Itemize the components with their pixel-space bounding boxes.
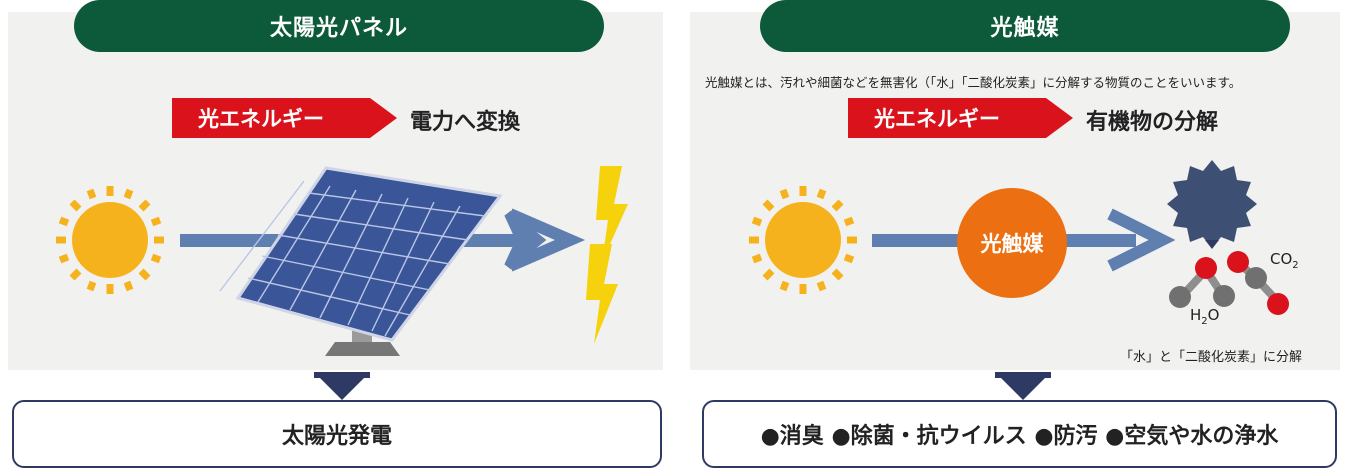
down-arrow-left	[314, 372, 370, 400]
effects-box: ●消臭 ●除菌・抗ウイルス ●防汚 ●空気や水の浄水	[702, 400, 1337, 468]
sun-icon-right	[749, 186, 857, 294]
result-electricity: 電力へ変換	[410, 110, 521, 135]
h2o-label: H2O	[1190, 306, 1220, 327]
down-arrow-right	[995, 372, 1051, 400]
molecule-icon	[1169, 251, 1289, 315]
light-arrow-right	[872, 208, 1176, 272]
title-photocatalyst: 光触媒	[760, 0, 1290, 52]
photocatalyst-circle: 光触媒	[957, 188, 1067, 298]
result-decomposition: 有機物の分解	[1086, 110, 1219, 135]
lightning-icon	[586, 166, 628, 344]
title-solar-panel: 太陽光パネル	[74, 0, 604, 52]
light-energy-tag-left: 光エネルギー	[172, 98, 397, 138]
dirt-blob-icon	[1167, 160, 1257, 249]
light-energy-tag-right: 光エネルギー	[848, 98, 1073, 138]
solar-panel-icon	[219, 166, 503, 356]
photocatalyst-description: 光触媒とは、汚れや細菌などを無害化（「水」「二酸化炭素」に分解する物質のことをい…	[705, 75, 1242, 90]
decomposition-caption: 「水」と「二酸化炭素」に分解	[1120, 350, 1303, 365]
sun-icon-left	[56, 186, 164, 294]
solar-power-box: 太陽光発電	[12, 400, 662, 468]
co2-label: CO2	[1270, 250, 1299, 271]
